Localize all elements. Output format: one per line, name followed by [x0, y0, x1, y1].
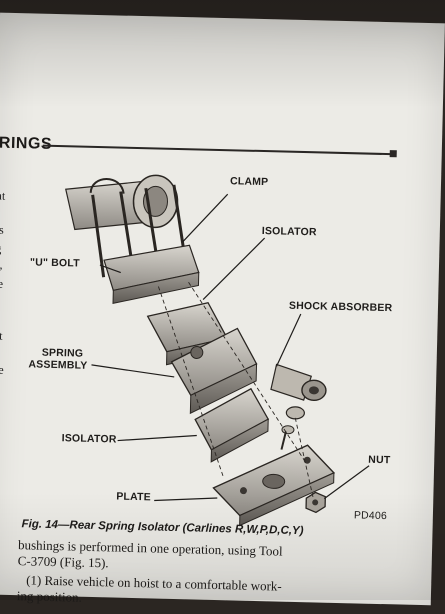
- body-line: ing position.: [16, 588, 83, 605]
- leader-lines: [91, 193, 370, 502]
- spring-assembly: [170, 327, 258, 415]
- label-clamp: CLAMP: [229, 175, 269, 189]
- nut: [305, 491, 326, 514]
- body-line: C-3709 (Fig. 15).: [17, 553, 109, 571]
- figure-code: PD406: [353, 509, 388, 523]
- exploded-view-diagram: [65, 174, 370, 527]
- label-u-bolt: "U" BOLT: [29, 256, 80, 270]
- manual-page: RINGS at ts g s, le e nt ve if e- of o- …: [0, 12, 445, 606]
- label-isolator-bottom: ISOLATOR: [61, 432, 117, 446]
- plate: [212, 444, 336, 527]
- label-spring-line2: ASSEMBLY: [28, 358, 88, 372]
- shock-absorber: [270, 363, 327, 402]
- bushings: [280, 406, 305, 450]
- label-nut: NUT: [368, 453, 391, 467]
- label-isolator-top: ISOLATOR: [261, 225, 317, 239]
- clamp-bracket: [103, 244, 200, 305]
- assembly-lines: [157, 282, 314, 499]
- isolator-bottom: [194, 387, 270, 463]
- label-plate: PLATE: [116, 490, 152, 504]
